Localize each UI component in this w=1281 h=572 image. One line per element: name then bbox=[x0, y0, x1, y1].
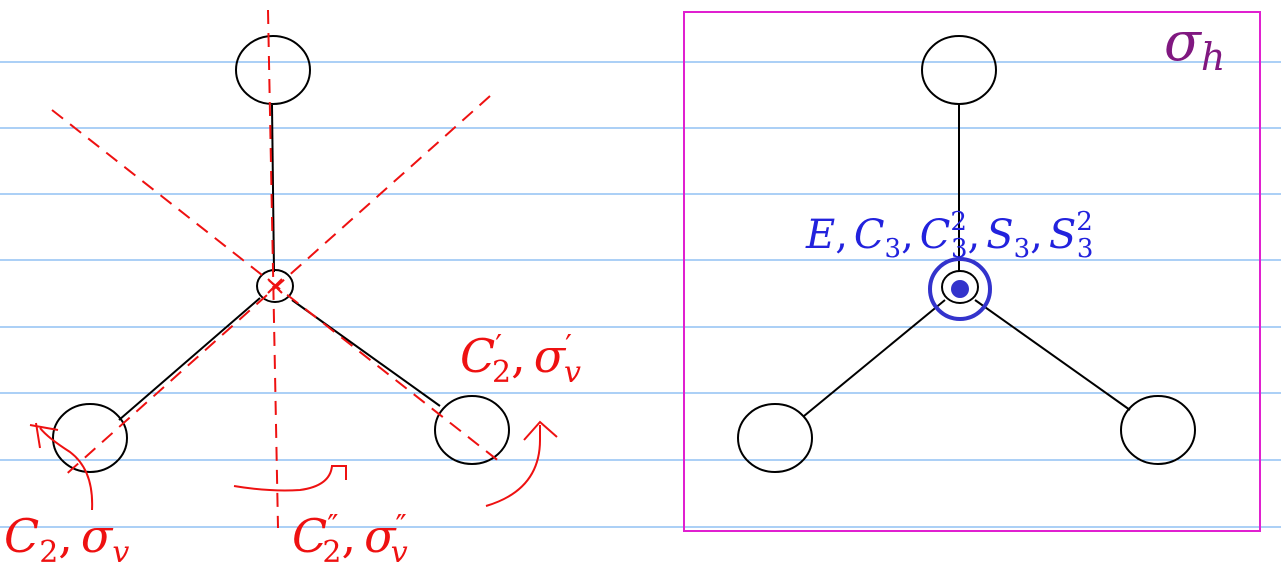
atom-lower-right bbox=[1120, 395, 1196, 465]
bond-lower-right bbox=[974, 299, 1131, 411]
atom-center bbox=[256, 269, 294, 303]
bond-lower-left bbox=[803, 299, 946, 417]
atom-top bbox=[921, 35, 997, 105]
bond-lower-right bbox=[291, 299, 441, 407]
center-highlight bbox=[928, 257, 992, 321]
dashed-axis-vertical bbox=[267, 9, 279, 529]
ruled-lines bbox=[0, 61, 1281, 528]
label-c2-dprime-sigma-v-dprime: C″2,σ″v bbox=[292, 509, 408, 570]
label-sigma-h: σh bbox=[1164, 10, 1225, 79]
atom-lower-left bbox=[52, 403, 128, 473]
sigma-h-plane-box bbox=[683, 11, 1261, 532]
atom-top bbox=[235, 35, 311, 105]
atom-lower-left bbox=[737, 403, 813, 473]
right-molecule bbox=[737, 35, 1196, 473]
left-symmetry-axes bbox=[29, 9, 558, 529]
label-c2-prime-sigma-v-prime: C′2,σ′v bbox=[460, 329, 581, 390]
rotation-arrow-bottom bbox=[233, 465, 347, 492]
rotation-arrow-left bbox=[29, 422, 94, 511]
atom-center bbox=[941, 270, 979, 304]
left-molecule bbox=[52, 35, 510, 473]
bond-top bbox=[271, 104, 275, 273]
rotation-arrow-right bbox=[485, 420, 558, 507]
label-c2-sigma-v: C2,σv bbox=[4, 509, 129, 570]
atom-lower-right bbox=[434, 395, 510, 465]
bond-lower-left bbox=[118, 297, 261, 421]
center-cross-b bbox=[267, 278, 283, 294]
